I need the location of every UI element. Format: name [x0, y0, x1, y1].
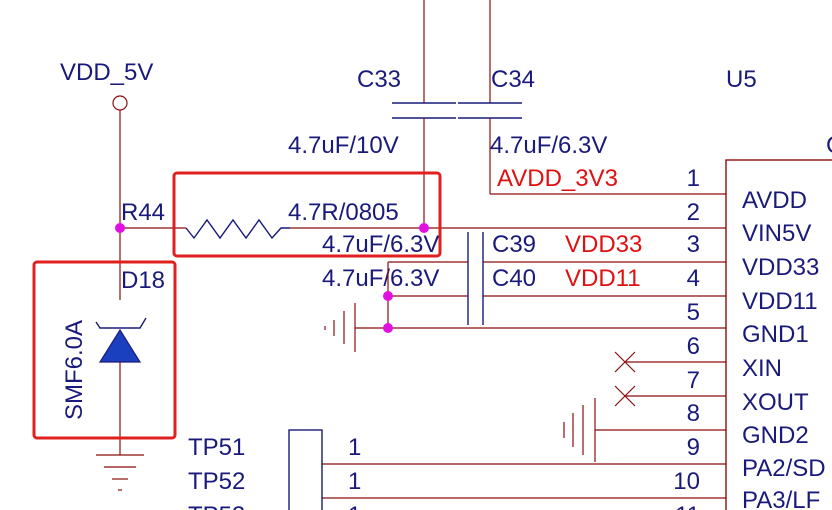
net-avdd-3v3: AVDD_3V3 — [497, 165, 618, 192]
tp53-pin: 1 — [348, 502, 361, 510]
pin-number: 9 — [687, 434, 700, 461]
ground-icon — [324, 303, 356, 352]
pin-number: 6 — [687, 333, 700, 360]
pin-number: 10 — [673, 468, 700, 495]
capacitor-c39-c40 — [467, 232, 484, 325]
tp53-ref: TP53 — [188, 502, 245, 510]
ground-icon — [563, 405, 584, 455]
c40-ref: C40 — [492, 265, 536, 292]
power-port-icon — [112, 95, 128, 111]
pin-number: 3 — [687, 231, 700, 258]
resistor-zigzag-icon — [185, 218, 290, 240]
testpoint-block — [288, 429, 323, 510]
pin-number: 5 — [687, 299, 700, 326]
ic-pin-names: AVDD VIN5V VDD33 VDD11 GND1 XIN XOUT GND… — [742, 187, 826, 510]
c34-value: 4.7uF/6.3V — [490, 132, 607, 159]
c34-ref: C34 — [491, 66, 535, 93]
tvs-diode-icon — [95, 317, 147, 363]
ic-pin-numbers: 1 2 3 4 5 6 7 8 9 10 11 — [673, 165, 700, 510]
pin-name: XOUT — [742, 389, 809, 416]
d18-ref: D18 — [121, 267, 165, 294]
junction-dot-icon — [383, 323, 393, 333]
pin-name: VDD33 — [742, 254, 819, 281]
junction-dot-icon — [419, 223, 429, 233]
c40-value: 4.7uF/6.3V — [322, 265, 439, 292]
pin-number: 11 — [675, 502, 700, 510]
ic-header-partial: C — [826, 132, 832, 159]
pin-number: 2 — [687, 199, 700, 226]
capacitor-c33 — [392, 102, 456, 119]
pin-name: GND2 — [742, 422, 809, 449]
net-vdd33: VDD33 — [565, 231, 642, 258]
highlight-box-diode — [32, 260, 177, 440]
u5-ref: U5 — [726, 66, 757, 93]
c39-value: 4.7uF/6.3V — [322, 231, 439, 258]
pin-name: PA3/LF — [742, 487, 820, 510]
tp51-ref: TP51 — [188, 434, 245, 461]
vdd5v-label: VDD_5V — [60, 59, 153, 86]
c39-ref: C39 — [492, 231, 536, 258]
c33-value: 4.7uF/10V — [288, 132, 399, 159]
ground-icon — [96, 454, 144, 491]
highlight-box-resistor — [172, 171, 442, 258]
d18-part: SMF6.0A — [61, 320, 88, 420]
pin-number: 7 — [687, 367, 700, 394]
pin-number: 1 — [687, 165, 700, 192]
junction-dot-icon — [383, 291, 393, 301]
no-connect-icon — [614, 385, 636, 407]
tp52-ref: TP52 — [188, 468, 245, 495]
pin-name: VDD11 — [742, 288, 818, 315]
pin-name: AVDD — [742, 187, 807, 214]
pin-number: 8 — [687, 400, 700, 427]
r44-value: 4.7R/0805 — [288, 199, 399, 226]
pin-name: VIN5V — [742, 220, 811, 247]
c33-ref: C33 — [357, 66, 401, 93]
r44-ref: R44 — [121, 199, 165, 226]
pin-name: GND1 — [742, 321, 809, 348]
capacitor-c34 — [458, 102, 522, 119]
junction-dot-icon — [115, 223, 125, 233]
net-vdd11: VDD11 — [565, 265, 641, 292]
pin-name: XIN — [742, 355, 782, 382]
tp51-pin: 1 — [348, 434, 361, 461]
ic-body — [725, 159, 832, 510]
tp52-pin: 1 — [348, 468, 361, 495]
pin-name: PA2/SD — [742, 455, 826, 482]
no-connect-icon — [614, 351, 636, 373]
pin-number: 4 — [687, 265, 700, 292]
